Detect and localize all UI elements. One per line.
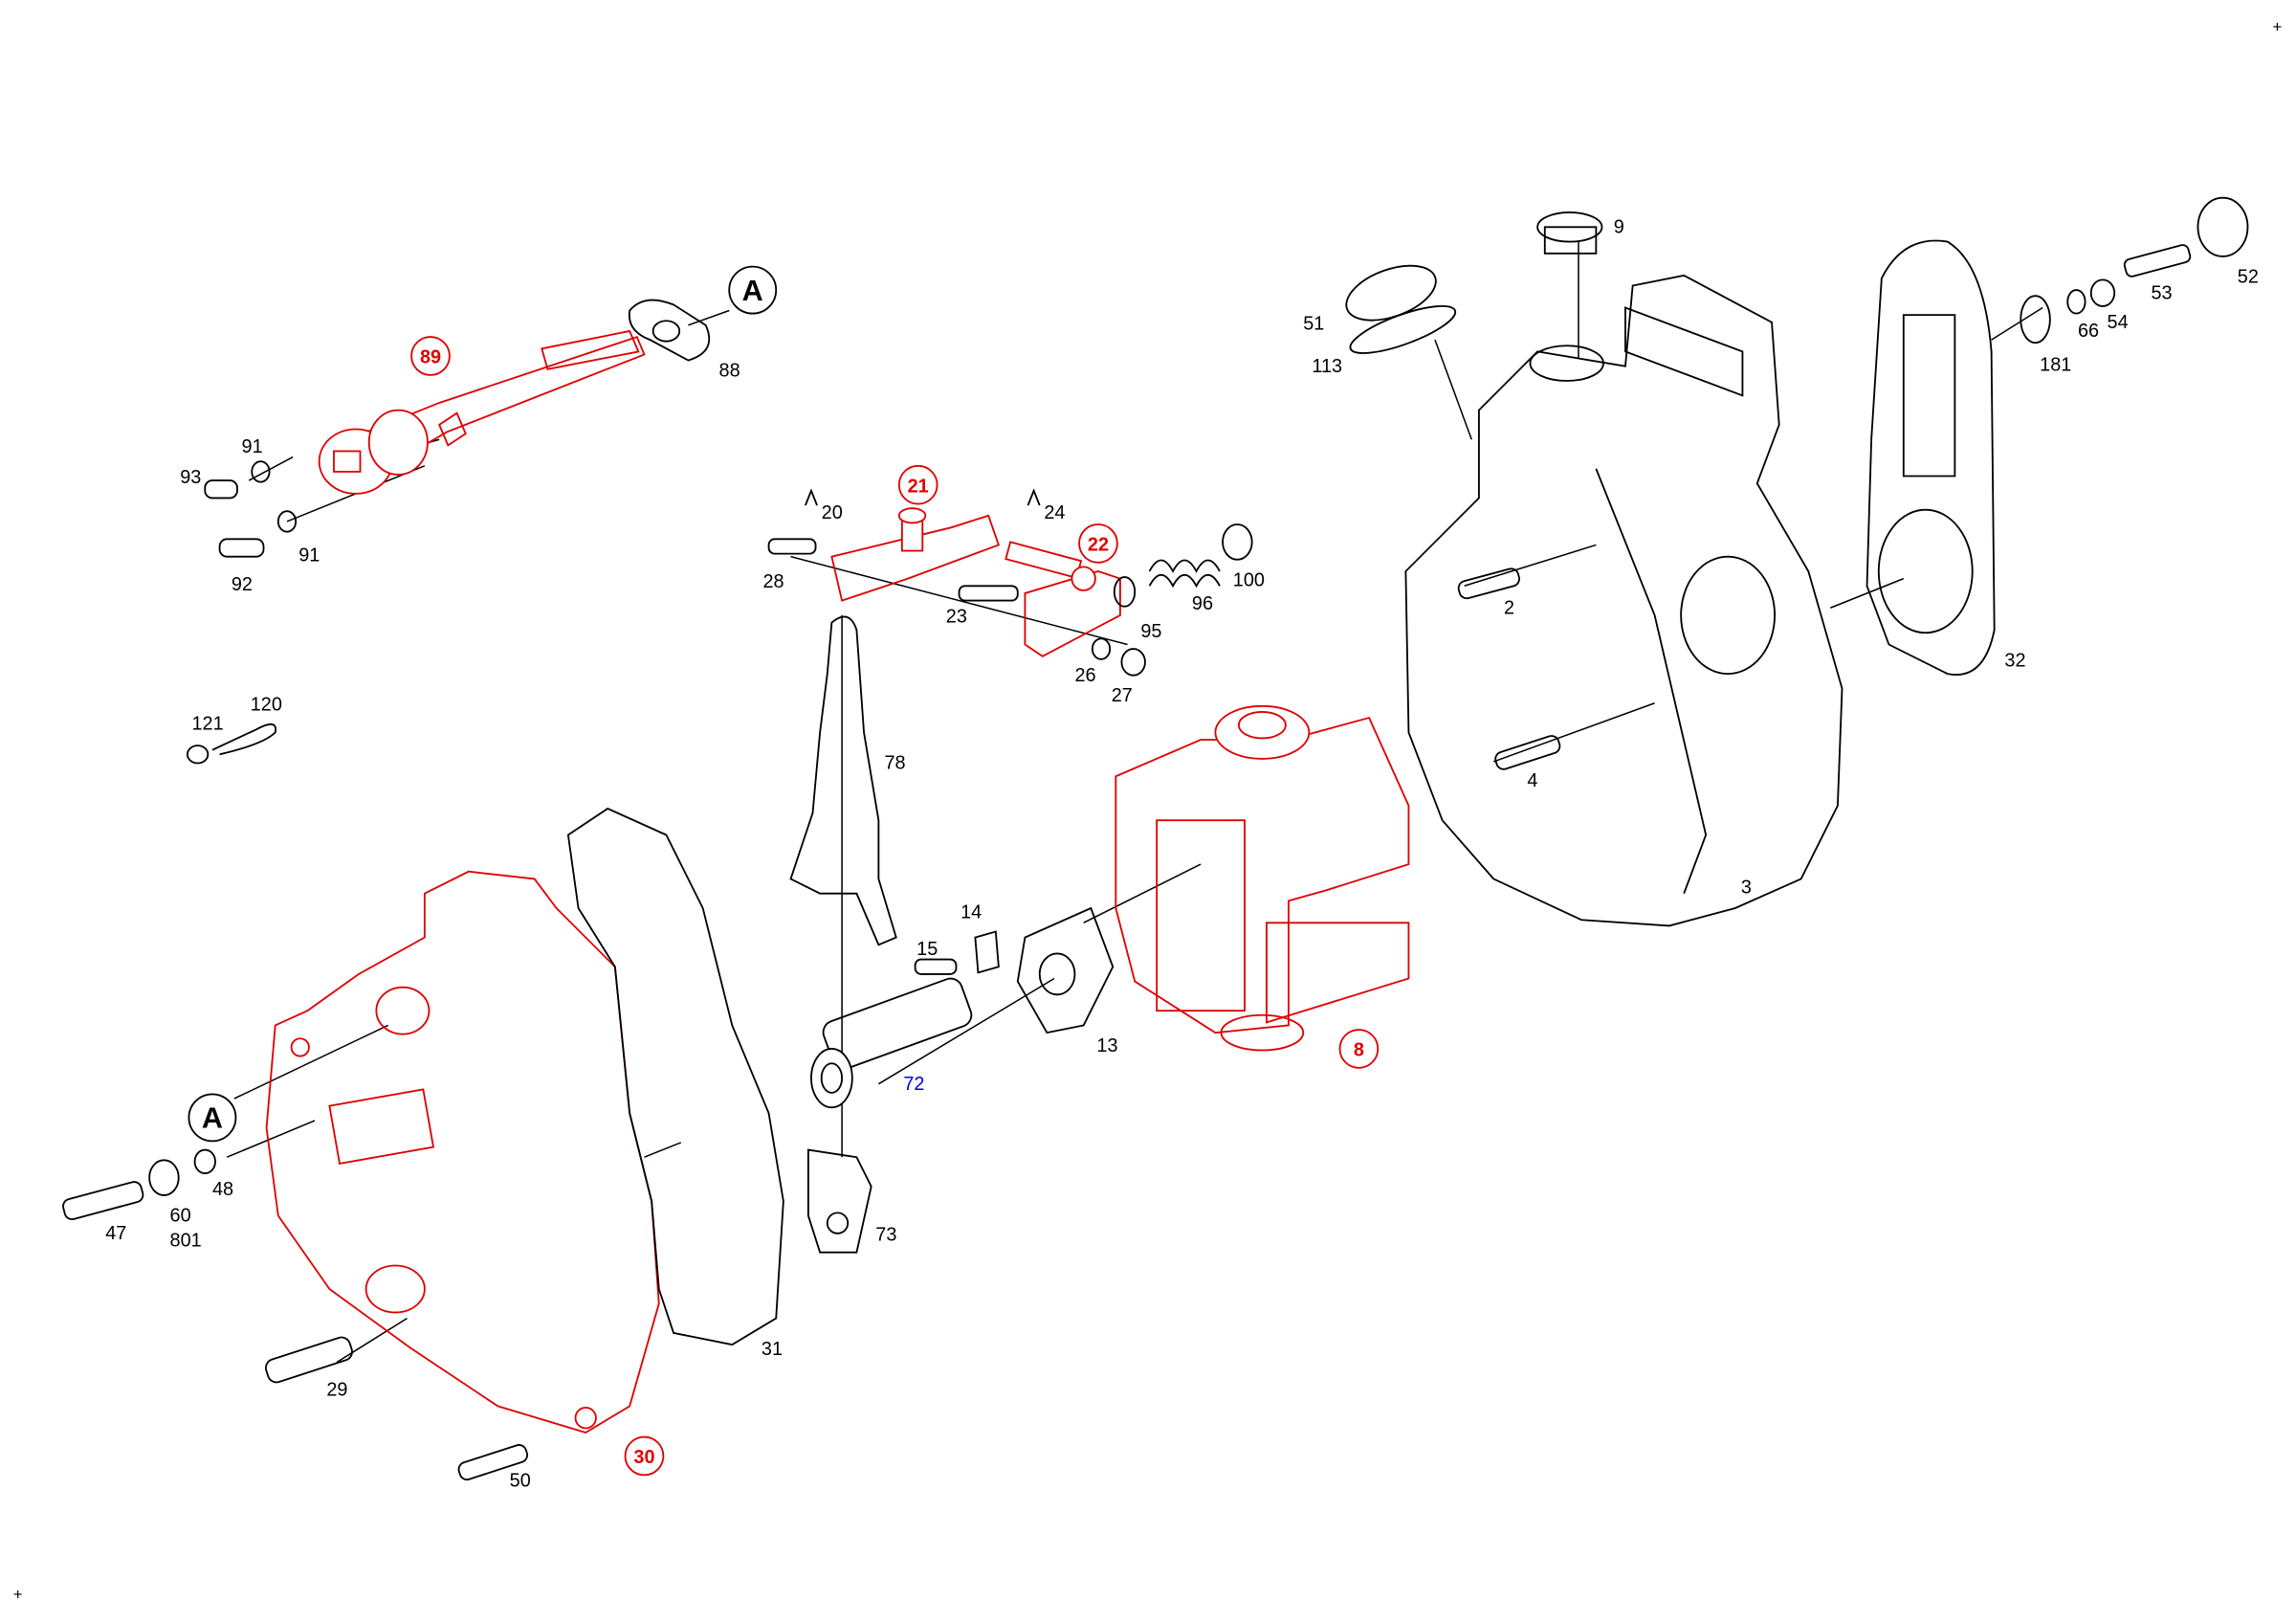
- reference-mark-label: A: [202, 1102, 223, 1135]
- part-label[interactable]: 31: [762, 1339, 783, 1360]
- part-label[interactable]: 2: [1504, 597, 1514, 618]
- part-8-governor: [1115, 704, 1410, 1052]
- callout-30[interactable]: 30: [624, 1435, 665, 1477]
- callout-21[interactable]: 21: [897, 464, 938, 505]
- screws-91-92-93: [204, 460, 298, 558]
- corner-mark: +: [2273, 18, 2283, 36]
- part-72-shaft: [810, 977, 973, 1109]
- part-32-gasket: [1866, 239, 1996, 676]
- part-label[interactable]: 24: [1044, 502, 1065, 523]
- part-label[interactable]: 89: [420, 347, 441, 368]
- part-label[interactable]: 54: [2108, 312, 2129, 333]
- part-label[interactable]: 73: [875, 1224, 896, 1245]
- part-label[interactable]: 13: [1096, 1035, 1117, 1056]
- part-label[interactable]: 93: [180, 467, 201, 488]
- part-label[interactable]: 4: [1527, 770, 1537, 791]
- part-88-gasket: [628, 299, 711, 362]
- part-label[interactable]: 53: [2151, 282, 2172, 303]
- part-label[interactable]: 29: [326, 1380, 347, 1401]
- part-label[interactable]: 91: [298, 545, 320, 566]
- part-73-fork: [806, 1148, 872, 1254]
- part-label[interactable]: 96: [1192, 593, 1213, 614]
- part-22-bracket: [1004, 541, 1121, 657]
- part-label[interactable]: 52: [2238, 266, 2259, 287]
- part-labels: 88 91 93 91 92 20 24 28 23 95 96 100 26 …: [105, 216, 2259, 1491]
- part-label[interactable]: 22: [1088, 535, 1109, 556]
- part-21-bracket: [830, 507, 1001, 602]
- fasteners-left: [62, 1148, 529, 1481]
- part-label[interactable]: 50: [510, 1471, 531, 1492]
- part-label[interactable]: 47: [105, 1223, 126, 1244]
- reference-mark-a-left: A: [188, 1093, 237, 1143]
- reference-mark-label: A: [742, 275, 763, 307]
- part-label[interactable]: 3: [1741, 878, 1752, 899]
- leader-lines: [226, 241, 2043, 1364]
- part-13-14-15: [914, 906, 1115, 1034]
- right-fittings: [2020, 196, 2249, 345]
- part-89-lever: [318, 329, 646, 495]
- reference-mark-a-top: A: [728, 265, 778, 315]
- part-label[interactable]: 48: [212, 1179, 233, 1200]
- part-78-link: [789, 615, 897, 946]
- part-label[interactable]: 801: [170, 1231, 202, 1252]
- part-label[interactable]: 60: [170, 1206, 191, 1227]
- part-3-housing: [1404, 274, 1843, 927]
- part-label[interactable]: 27: [1112, 685, 1133, 706]
- part-31-gasket: [566, 807, 784, 1346]
- part-label-72[interactable]: 72: [903, 1074, 924, 1095]
- part-label[interactable]: 66: [2078, 321, 2099, 342]
- callout-8[interactable]: 8: [1338, 1029, 1380, 1069]
- corner-mark: +: [13, 1585, 23, 1603]
- part-label[interactable]: 91: [242, 436, 263, 457]
- part-label[interactable]: 78: [884, 753, 905, 774]
- part-label[interactable]: 21: [908, 476, 929, 497]
- part-label[interactable]: 9: [1614, 216, 1624, 237]
- part-label[interactable]: 88: [719, 360, 740, 381]
- callout-22[interactable]: 22: [1078, 523, 1118, 564]
- top-parts-housing: [1345, 211, 1603, 770]
- part-label[interactable]: 8: [1354, 1040, 1364, 1061]
- part-label[interactable]: 15: [916, 939, 938, 960]
- part-label[interactable]: 32: [2004, 650, 2025, 671]
- part-label[interactable]: 28: [762, 571, 784, 592]
- part-label[interactable]: 51: [1303, 313, 1324, 334]
- part-label[interactable]: 20: [822, 502, 843, 523]
- part-label[interactable]: 100: [1233, 569, 1265, 590]
- callout-89[interactable]: 89: [410, 336, 451, 376]
- part-30-cover: [265, 870, 660, 1434]
- part-label[interactable]: 14: [960, 902, 982, 923]
- part-label[interactable]: 26: [1074, 665, 1095, 686]
- part-label[interactable]: 30: [633, 1447, 654, 1468]
- part-label[interactable]: 95: [1140, 621, 1161, 642]
- part-label[interactable]: 121: [192, 713, 224, 734]
- small-parts-center: [187, 488, 1253, 765]
- part-label[interactable]: 181: [2040, 354, 2071, 375]
- part-label[interactable]: 120: [251, 694, 282, 715]
- part-label[interactable]: 113: [1312, 356, 1342, 377]
- part-label[interactable]: 92: [232, 574, 253, 595]
- highlight-callouts: 89 21 22 8 30: [410, 336, 1380, 1477]
- part-label[interactable]: 23: [946, 607, 967, 628]
